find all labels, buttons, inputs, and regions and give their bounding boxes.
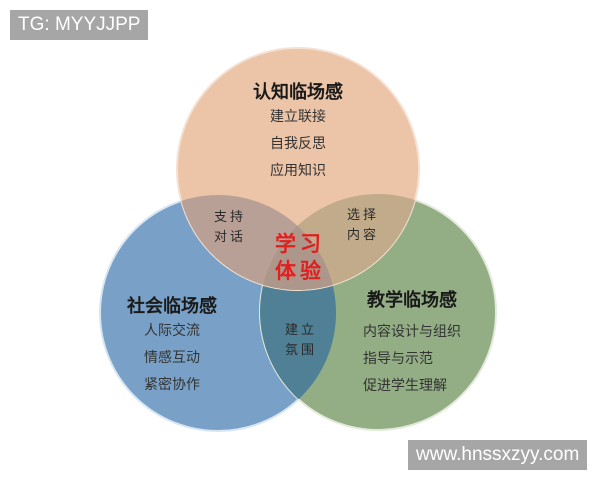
list-item: 促进学生理解 [363,378,447,394]
list-item: 建立联接 [270,109,326,125]
list-item: 应用知识 [270,163,326,179]
watermark-bottom: www.hnssxzyy.com [408,440,588,470]
social-title: 社会临场感 [127,296,217,317]
list-item: 内容设计与组织 [363,324,461,340]
teaching-items: 内容设计与组织 指导与示范 促进学生理解 [363,319,461,400]
list-item: 紧密协作 [144,377,200,393]
center-learning-experience: 学习 体验 [275,231,325,283]
list-item: 指导与示范 [363,351,433,367]
cognitive-title: 认知临场感 [253,82,343,103]
watermark-top: TG: MYYJJPP [10,10,149,40]
cognitive-items: 建立联接 自我反思 应用知识 [270,104,326,185]
list-item: 情感互动 [144,350,200,366]
list-item: 人际交流 [144,323,200,339]
social-items: 人际交流 情感互动 紧密协作 [144,318,200,399]
overlap-support-dialogue: 支持 对话 [213,210,247,245]
overlap-build-climate: 建立 氛围 [284,323,318,358]
teaching-title: 教学临场感 [367,290,457,311]
overlap-select-content: 选择 内容 [346,208,380,243]
list-item: 自我反思 [270,136,326,152]
